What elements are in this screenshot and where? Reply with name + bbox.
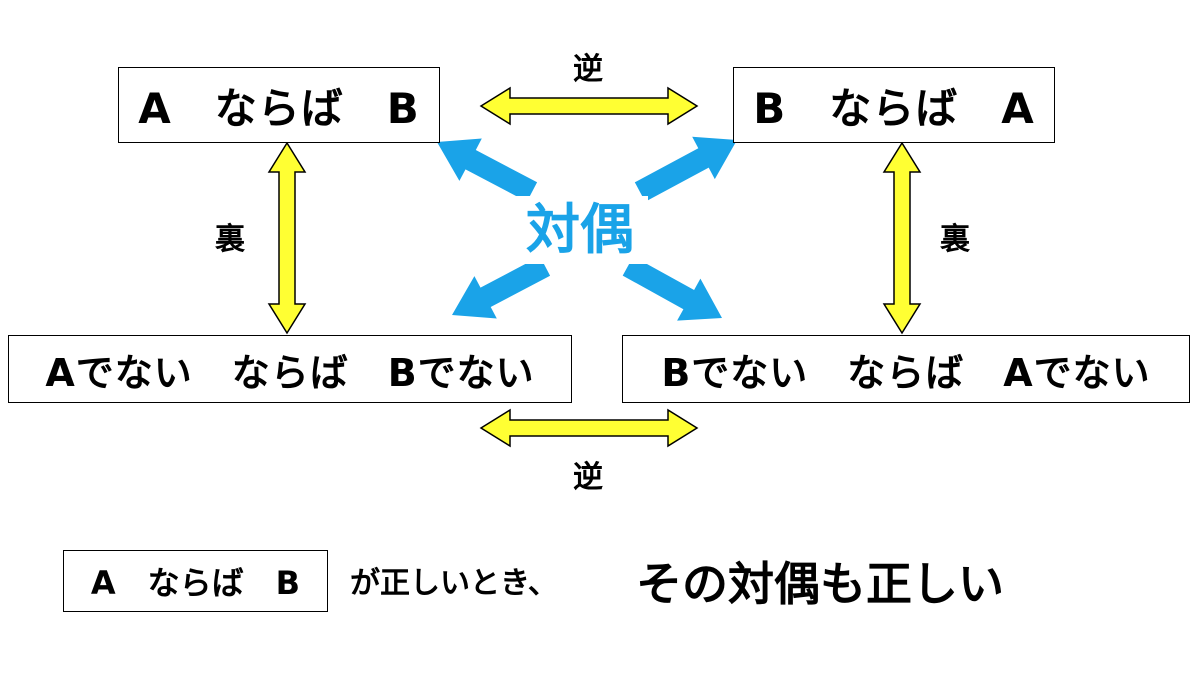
- converse-label-bottom: 逆: [573, 460, 603, 495]
- inverse-arrow-left: [267, 141, 307, 335]
- conclusion-premise-text: A ならば B: [90, 564, 301, 602]
- statement-original-text: A ならば B: [138, 83, 420, 133]
- statement-inverse-box: Aでない ならば Bでない: [8, 335, 572, 403]
- contrapositive-arrow-bottom-right: [622, 256, 722, 321]
- inverse-label-left: 裏: [215, 222, 245, 257]
- converse-arrow-top: [479, 86, 699, 126]
- statement-converse-box: B ならば A: [733, 67, 1055, 143]
- contrapositive-arrow-top-right: [634, 136, 737, 202]
- statement-inverse-text: Aでない ならば Bでない: [45, 350, 535, 395]
- conclusion-connector-text: が正しいとき、: [350, 566, 558, 601]
- contrapositive-arrow-bottom-left: [452, 256, 551, 319]
- converse-arrow-bottom: [479, 408, 699, 448]
- converse-label-top: 逆: [573, 52, 603, 87]
- conclusion-result-text: その対偶も正しい: [636, 557, 1004, 611]
- contrapositive-label: 対偶: [512, 196, 648, 264]
- statement-contrapositive-text: Bでない ならば Aでない: [661, 350, 1151, 395]
- statement-converse-text: B ならば A: [753, 83, 1035, 133]
- statement-contrapositive-box: Bでない ならば Aでない: [622, 335, 1190, 403]
- statement-original-box: A ならば B: [118, 67, 440, 143]
- inverse-label-right: 裏: [940, 222, 970, 257]
- inverse-arrow-right: [882, 141, 922, 335]
- conclusion-premise-box: A ならば B: [63, 550, 328, 612]
- contrapositive-arrow-top-left: [437, 138, 538, 202]
